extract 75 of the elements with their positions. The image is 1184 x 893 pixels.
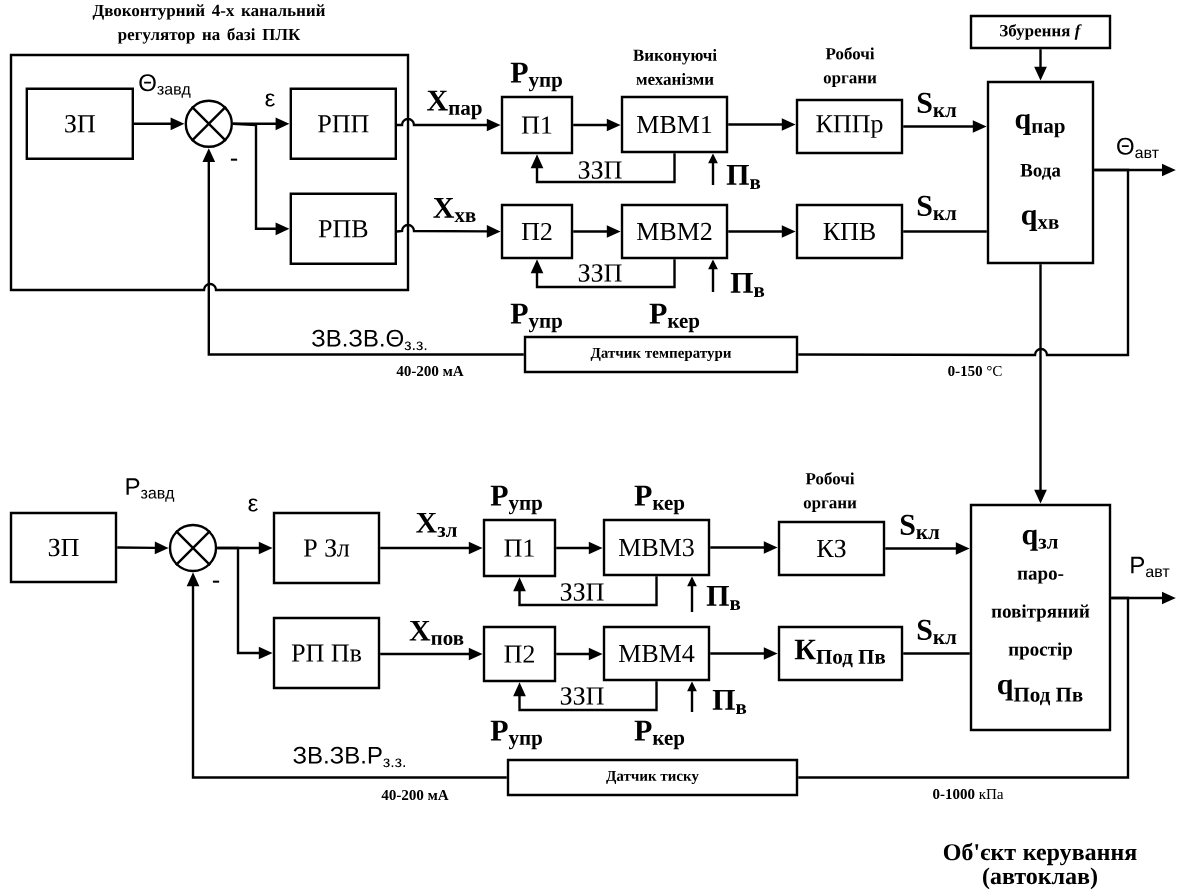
process-box: МВМ1 [620, 95, 729, 154]
edge-label: ε [265, 93, 275, 107]
edge-label: П$_{в}$ [730, 273, 765, 297]
process-box: МВМ3 [602, 518, 711, 577]
process-box: РП Пв [272, 616, 381, 690]
edge-label: ЗЗП [578, 264, 622, 282]
process-box: П2 [500, 203, 574, 260]
connector-line [903, 230, 987, 233]
signal-label: Р$_{упр}$ [510, 62, 562, 92]
connector-line [903, 652, 970, 655]
edge-label: X$_{зл}$ [416, 512, 457, 538]
signal-label: Р$_{кер}$ [649, 303, 700, 333]
signal-label: Р$_{упр}$ [490, 485, 542, 515]
process-box: П1 [500, 95, 574, 155]
edge-label: S$_{кл}$ [917, 619, 957, 645]
edge-label: Θ$_{завд}$ [139, 74, 191, 98]
arrow [530, 259, 676, 289]
range-label: 40-200 мА [396, 365, 464, 377]
summing-junction [168, 523, 218, 573]
plant-box: q$_{пар}$ Вода q$_{хв}$ [986, 80, 1095, 265]
edge-label: П$_{в}$ [726, 165, 761, 189]
disturbance-box: Збурення f [969, 14, 1112, 50]
connector-line [798, 168, 1130, 357]
process-box: КПВ [795, 203, 904, 260]
edge-label: П$_{в}$ [712, 690, 747, 714]
range-label: 0-1000 кПа [933, 788, 1004, 800]
edge-label: S$_{кл}$ [900, 514, 940, 540]
arrow [513, 681, 658, 712]
caption-text: Робочі органи [803, 472, 857, 512]
sensor-box: Датчик тиску [506, 758, 799, 797]
process-box: П2 [482, 625, 557, 683]
caption-text: Об'єкт керування (автоклав) [943, 842, 1137, 890]
edge-label: ЗЗП [560, 687, 604, 705]
signal-label: Р$_{кер}$ [634, 720, 685, 750]
edge-label: ε [248, 498, 258, 512]
process-box: МВМ4 [602, 625, 711, 682]
caption-text: Робочі органи [823, 47, 877, 87]
edge-label: П$_{в}$ [706, 586, 741, 610]
edge-label: S$_{кл}$ [917, 195, 957, 221]
minus-sign: - [212, 580, 220, 583]
process-box: ЗП [9, 511, 118, 584]
process-box: РПВ [289, 192, 397, 265]
plant-box: q$_{зл}$ паро- повітряний простір $\textbf{q}_{\textbf{Под Пв}}$ [969, 503, 1112, 732]
process-box: Р Зл [272, 511, 381, 585]
range-label: 40-200 мА [381, 789, 449, 801]
process-box: $\textbf{К}_{\textbf{Под Пв}}$ [777, 625, 904, 682]
edge-label: Р$_{авт}$ [1131, 556, 1170, 578]
signal-label: Р$_{упр}$ [510, 303, 562, 333]
edge-label: S$_{кл}$ [917, 92, 957, 118]
edge-label: Θ$_{авт}$ [1117, 137, 1159, 159]
process-box: П1 [482, 518, 557, 578]
node-label: Двоконтурний 4-х канальний регулятор на базі ПЛК [92, 4, 325, 44]
signal-label: Р$_{упр}$ [490, 720, 542, 750]
edge-label: ЗВ.ЗВ.Θ$_{з.з.}$ [312, 329, 427, 351]
edge-label: Р$_{завд}$ [126, 478, 175, 502]
summing-junction [184, 99, 233, 148]
process-box: КЗ [777, 520, 886, 577]
edge-label: ЗЗП [578, 161, 622, 179]
range-label: 0-150 °C [948, 365, 1002, 377]
signal-label: Р$_{кер}$ [634, 485, 685, 515]
edge-label: X$_{пар}$ [427, 90, 482, 120]
process-box: КППр [795, 98, 904, 155]
process-box: МВМ2 [620, 203, 729, 260]
caption-text: Виконуючі механізми [633, 49, 717, 85]
process-box: РПП [289, 87, 397, 160]
edge-label: X$_{хв}$ [433, 198, 476, 222]
connector-line [798, 596, 1130, 779]
arrow [513, 576, 658, 607]
edge-label: ЗВ.ЗВ.Р$_{з.з.}$ [293, 746, 405, 768]
edge-label: ЗЗП [560, 583, 604, 601]
arrow [530, 153, 676, 184]
sensor-box: Датчик температури [523, 335, 799, 374]
minus-sign: - [230, 158, 238, 161]
process-box: ЗП [25, 87, 134, 160]
edge-label: X$_{пов}$ [409, 620, 464, 646]
